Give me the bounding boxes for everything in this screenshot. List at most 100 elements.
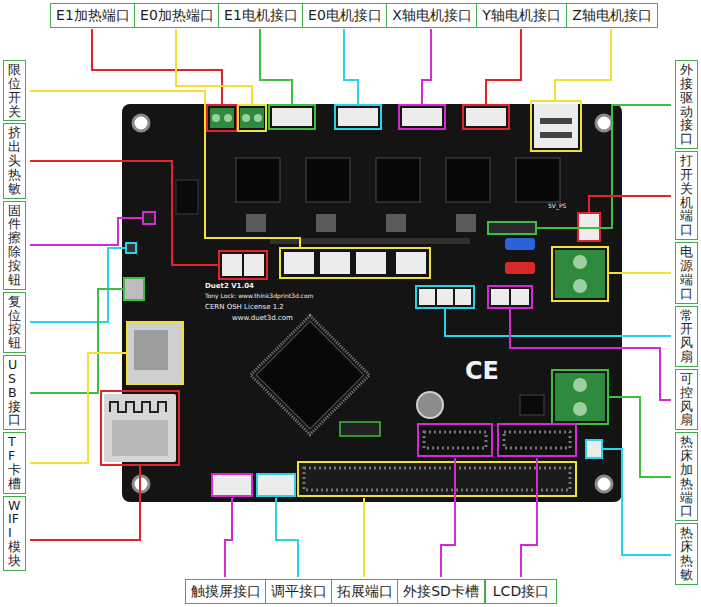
capacitor <box>417 392 443 418</box>
leader-line <box>510 308 671 400</box>
callout-text: LCD接口 <box>493 583 549 600</box>
wifi-module <box>104 394 176 462</box>
pcb-board <box>122 104 622 502</box>
leader-line <box>260 29 292 105</box>
screw <box>254 114 262 122</box>
touch-connector <box>212 474 252 496</box>
callout-box: TF卡槽 <box>3 432 26 493</box>
leader-line <box>344 29 358 105</box>
callout-text: 复位按钮 <box>8 295 21 350</box>
callout-text: 常开风扇 <box>680 309 693 364</box>
usb-port <box>124 278 144 300</box>
leader-line <box>608 397 671 477</box>
header-pins <box>424 432 486 448</box>
inductor <box>386 214 406 232</box>
callout-text: Y轴电机接口 <box>482 7 561 24</box>
port-outline <box>552 247 608 301</box>
power-terminal <box>555 250 605 298</box>
screw <box>573 402 587 416</box>
callout-text: 拓展端口 <box>337 583 393 600</box>
callout-text: 外接驱动接口 <box>680 63 693 146</box>
leader-line <box>30 161 219 265</box>
port-outline <box>280 248 430 278</box>
callout-box: 复位按钮 <box>3 292 26 353</box>
motor-connector <box>402 108 442 126</box>
mcu-body <box>256 321 363 428</box>
port-outline <box>207 105 237 131</box>
leader-line <box>30 248 126 322</box>
callout-box: USB接口 <box>3 355 26 430</box>
callout-text: 电源端口 <box>680 245 693 300</box>
endstop-connector <box>356 252 386 274</box>
callout-box: X轴电机接口 <box>386 3 478 28</box>
mcu <box>251 316 370 435</box>
driver-chip <box>236 158 280 202</box>
callout-box: 拓展端口 <box>331 579 399 604</box>
port-outline <box>416 286 474 308</box>
callout-box: 固件擦除按钮 <box>3 201 26 290</box>
silkscreen-text: Duet2 V1.04 <box>205 283 254 291</box>
leader-line <box>445 308 671 336</box>
fan-connector <box>491 289 509 305</box>
leader-line <box>521 458 537 577</box>
callout-text: 可控风扇 <box>680 372 693 427</box>
driver-chip <box>516 158 560 202</box>
port-outline <box>488 286 532 308</box>
callout-box: 外接驱动接口 <box>675 60 698 149</box>
port-outline <box>269 105 315 129</box>
callout-text: USB接口 <box>8 358 21 427</box>
thermistor-connector <box>244 254 264 276</box>
tf-slot <box>127 322 183 384</box>
leader-line <box>30 218 143 245</box>
callout-text: 调平接口 <box>271 583 327 600</box>
inductor <box>456 214 476 232</box>
reset-button <box>126 243 136 253</box>
callout-text: 挤出头热敏 <box>8 126 21 195</box>
port-outline <box>463 105 509 129</box>
callout-text: 外接SD卡槽 <box>403 583 479 600</box>
port-outline <box>531 101 581 151</box>
endstop-connector <box>284 252 314 274</box>
callout-box: 电源端口 <box>675 242 698 303</box>
callout-text: TF卡槽 <box>8 435 21 490</box>
ext-driver-header <box>488 222 536 234</box>
spi-header <box>340 422 380 436</box>
callout-box: 热床加热端口 <box>675 432 698 521</box>
callout-box: E1电机接口 <box>218 3 304 28</box>
header-pins <box>504 432 570 448</box>
leader-line <box>486 29 521 105</box>
callout-box: WIFI模块 <box>3 496 26 571</box>
callout-box: 打开关机端口 <box>675 151 698 240</box>
leader-line <box>30 289 124 393</box>
callout-text: 固件擦除按钮 <box>8 204 21 287</box>
callout-text: 触摸屏接口 <box>191 583 261 600</box>
screw <box>224 114 232 122</box>
erase-button <box>143 212 155 224</box>
screw-terminal <box>210 108 234 128</box>
callout-box: 外接SD卡槽 <box>397 579 485 604</box>
screw-terminal <box>240 108 264 128</box>
callout-text: E0加热端口 <box>140 7 214 24</box>
endstop-connector <box>320 252 350 274</box>
leader-line <box>363 498 365 577</box>
motor-connector <box>272 108 312 126</box>
callout-text: 打开关机端口 <box>680 154 693 237</box>
motor-connector <box>466 108 506 126</box>
leader-line <box>92 29 222 105</box>
callout-box: 调平接口 <box>265 579 333 604</box>
inductor <box>316 214 336 232</box>
expansion-header <box>298 462 576 496</box>
leader-line <box>536 105 671 228</box>
silkscreen-text: CERN OSH License 1.2 <box>205 304 284 312</box>
idc-header <box>418 424 492 456</box>
mounting-hole <box>596 476 612 492</box>
silkscreen-text: www.duet3d.com <box>232 315 293 323</box>
callout-box: 限位开关 <box>3 60 26 121</box>
callout-box: E0加热端口 <box>134 3 220 28</box>
fan-connector <box>419 289 435 305</box>
probe-connector <box>257 474 295 496</box>
screw <box>212 114 220 122</box>
screw <box>573 378 587 392</box>
tf-card <box>134 330 168 370</box>
